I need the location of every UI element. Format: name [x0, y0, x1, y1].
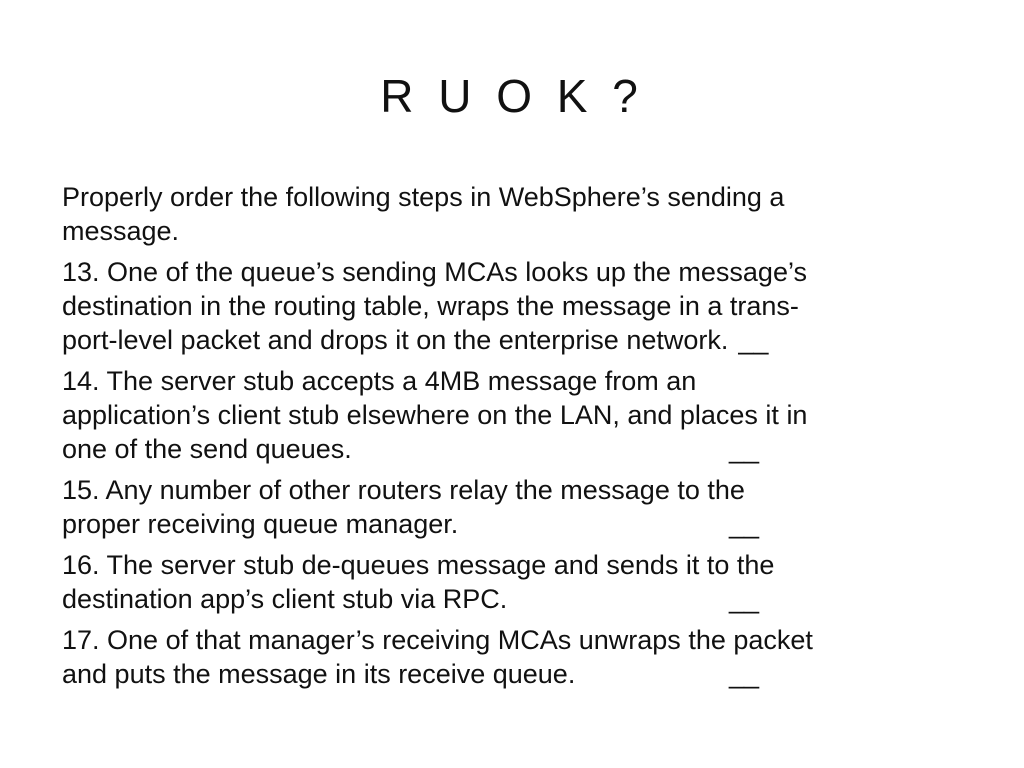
step-15-line-last: proper receiving queue manager. __ [62, 507, 967, 541]
step-14-text: one of the send queues. [62, 434, 352, 464]
step-15-text: proper receiving queue manager. [62, 509, 459, 539]
step-16-text: destination app’s client stub via RPC. [62, 584, 508, 614]
step-14-answer-blank: __ [729, 434, 760, 464]
step-17-text: and puts the message in its receive queu… [62, 659, 576, 689]
step-15-line: 15. Any number of other routers relay th… [62, 475, 745, 505]
step-13-line-last: port-level packet and drops it on the en… [62, 323, 967, 357]
step-16-answer-blank: __ [729, 584, 760, 614]
intro-line: Properly order the following steps in We… [62, 182, 785, 212]
step-13-answer-blank: __ [738, 325, 769, 355]
slide-title: R U O K ? [380, 70, 644, 122]
intro-paragraph: Properly order the following steps in We… [62, 180, 967, 248]
step-14: 14. The server stub accepts a 4MB messag… [62, 364, 967, 466]
intro-line: message. [62, 216, 180, 246]
step-13-text: port-level packet and drops it on the en… [62, 325, 729, 355]
step-14-line: application’s client stub elsewhere on t… [62, 400, 808, 430]
step-13-line: 13. One of the queue’s sending MCAs look… [62, 257, 807, 287]
step-17-line-last: and puts the message in its receive queu… [62, 657, 967, 691]
step-14-line: 14. The server stub accepts a 4MB messag… [62, 366, 697, 396]
step-15-answer-blank: __ [729, 509, 760, 539]
step-16-line: 16. The server stub de-queues message an… [62, 550, 775, 580]
step-17: 17. One of that manager’s receiving MCAs… [62, 623, 967, 691]
step-15: 15. Any number of other routers relay th… [62, 473, 967, 541]
slide-body: Properly order the following steps in We… [62, 180, 967, 698]
step-13: 13. One of the queue’s sending MCAs look… [62, 255, 967, 357]
step-17-answer-blank: __ [729, 659, 760, 689]
step-17-line: 17. One of that manager’s receiving MCAs… [62, 625, 813, 655]
step-16-line-last: destination app’s client stub via RPC. __ [62, 582, 967, 616]
step-16: 16. The server stub de-queues message an… [62, 548, 967, 616]
step-13-line: destination in the routing table, wraps … [62, 291, 799, 321]
step-14-line-last: one of the send queues. __ [62, 432, 967, 466]
